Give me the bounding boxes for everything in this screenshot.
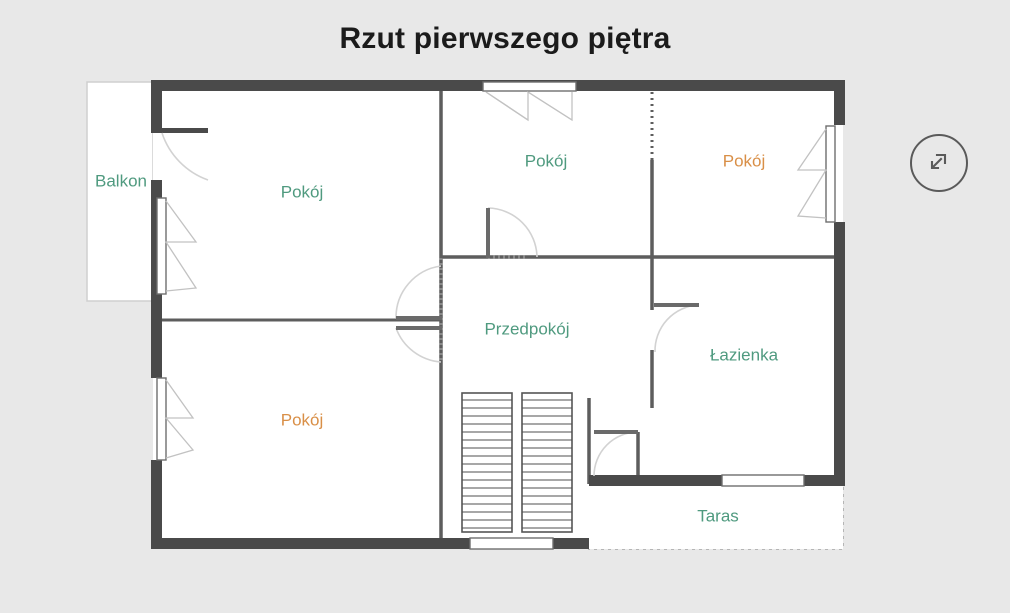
window-swing-left-lower xyxy=(164,379,195,459)
window-frame-right xyxy=(825,125,836,223)
balcony-outline xyxy=(86,81,154,302)
room-label-taras: Taras xyxy=(697,506,739,525)
window-frame-top xyxy=(482,81,577,92)
door-hall-lower-left xyxy=(395,326,442,363)
door-arc-hall-lower-left xyxy=(395,327,442,363)
room-label-pokoj-right-top: Pokój xyxy=(723,151,766,170)
wall-bottom-right xyxy=(589,475,843,486)
balcony-area xyxy=(86,81,154,302)
window-frame-bottom-stairs xyxy=(469,537,554,550)
expand-diagonal-arrows-icon xyxy=(930,153,947,170)
door-arc-balcony xyxy=(161,132,209,181)
door-leaf-balcony xyxy=(163,128,208,133)
door-leaf-bathroom xyxy=(654,303,699,307)
room-label-lazienka: Łazienka xyxy=(710,345,779,364)
room-label-pokoj-left-top: Pokój xyxy=(281,182,324,201)
door-leaf-middle-room xyxy=(486,208,490,258)
stair-flight-right-outline xyxy=(521,392,573,533)
window-left-upper xyxy=(156,197,198,295)
window-frame-left-lower xyxy=(156,377,167,461)
room-label-pokoj-mid-top: Pokój xyxy=(525,151,568,170)
wall-bottom-left xyxy=(151,538,589,549)
door-balcony xyxy=(161,128,209,181)
door-hall-upper-left xyxy=(395,265,442,320)
window-swing-top-lines xyxy=(485,91,573,121)
interior-walls xyxy=(157,86,843,549)
window-right xyxy=(796,125,836,223)
door-leaf-terrace-exit xyxy=(594,430,638,434)
wall-right-upper xyxy=(834,80,845,125)
room-label-przedpokoj: Przedpokój xyxy=(484,319,569,338)
room-label-pokoj-left-bottom: Pokój xyxy=(281,410,324,429)
window-bottom-stairs xyxy=(469,537,554,550)
page-title: Rzut pierwszego piętra xyxy=(339,22,671,55)
wall-left-lower-b xyxy=(151,460,162,549)
door-arc-middle-room xyxy=(487,207,538,258)
window-terrace-door xyxy=(721,474,805,487)
window-top-centre xyxy=(482,81,577,122)
door-leaf-hall-lower-left xyxy=(396,326,442,330)
door-terrace-exit xyxy=(593,430,639,477)
staircase xyxy=(461,392,573,533)
stair-flight-left xyxy=(461,392,513,533)
room-label-balkon: Balkon xyxy=(95,171,147,190)
window-frame-left-upper xyxy=(156,197,167,295)
window-swing-right xyxy=(796,128,828,219)
stair-flight-right xyxy=(521,392,573,533)
expand-fullscreen-button[interactable] xyxy=(910,134,968,192)
door-middle-room xyxy=(486,207,538,258)
window-frame-terrace xyxy=(721,474,805,487)
wall-right-lower xyxy=(834,222,845,486)
window-swing-left-upper xyxy=(164,200,198,292)
stair-flight-left-outline xyxy=(461,392,513,533)
door-arc-hall-upper-left xyxy=(395,265,442,319)
wall-left-upper xyxy=(151,80,162,133)
door-leaf-hall-upper-left xyxy=(396,316,442,320)
window-left-lower xyxy=(156,377,195,461)
door-bathroom xyxy=(654,303,699,353)
wall-left-lower-a xyxy=(151,315,162,378)
